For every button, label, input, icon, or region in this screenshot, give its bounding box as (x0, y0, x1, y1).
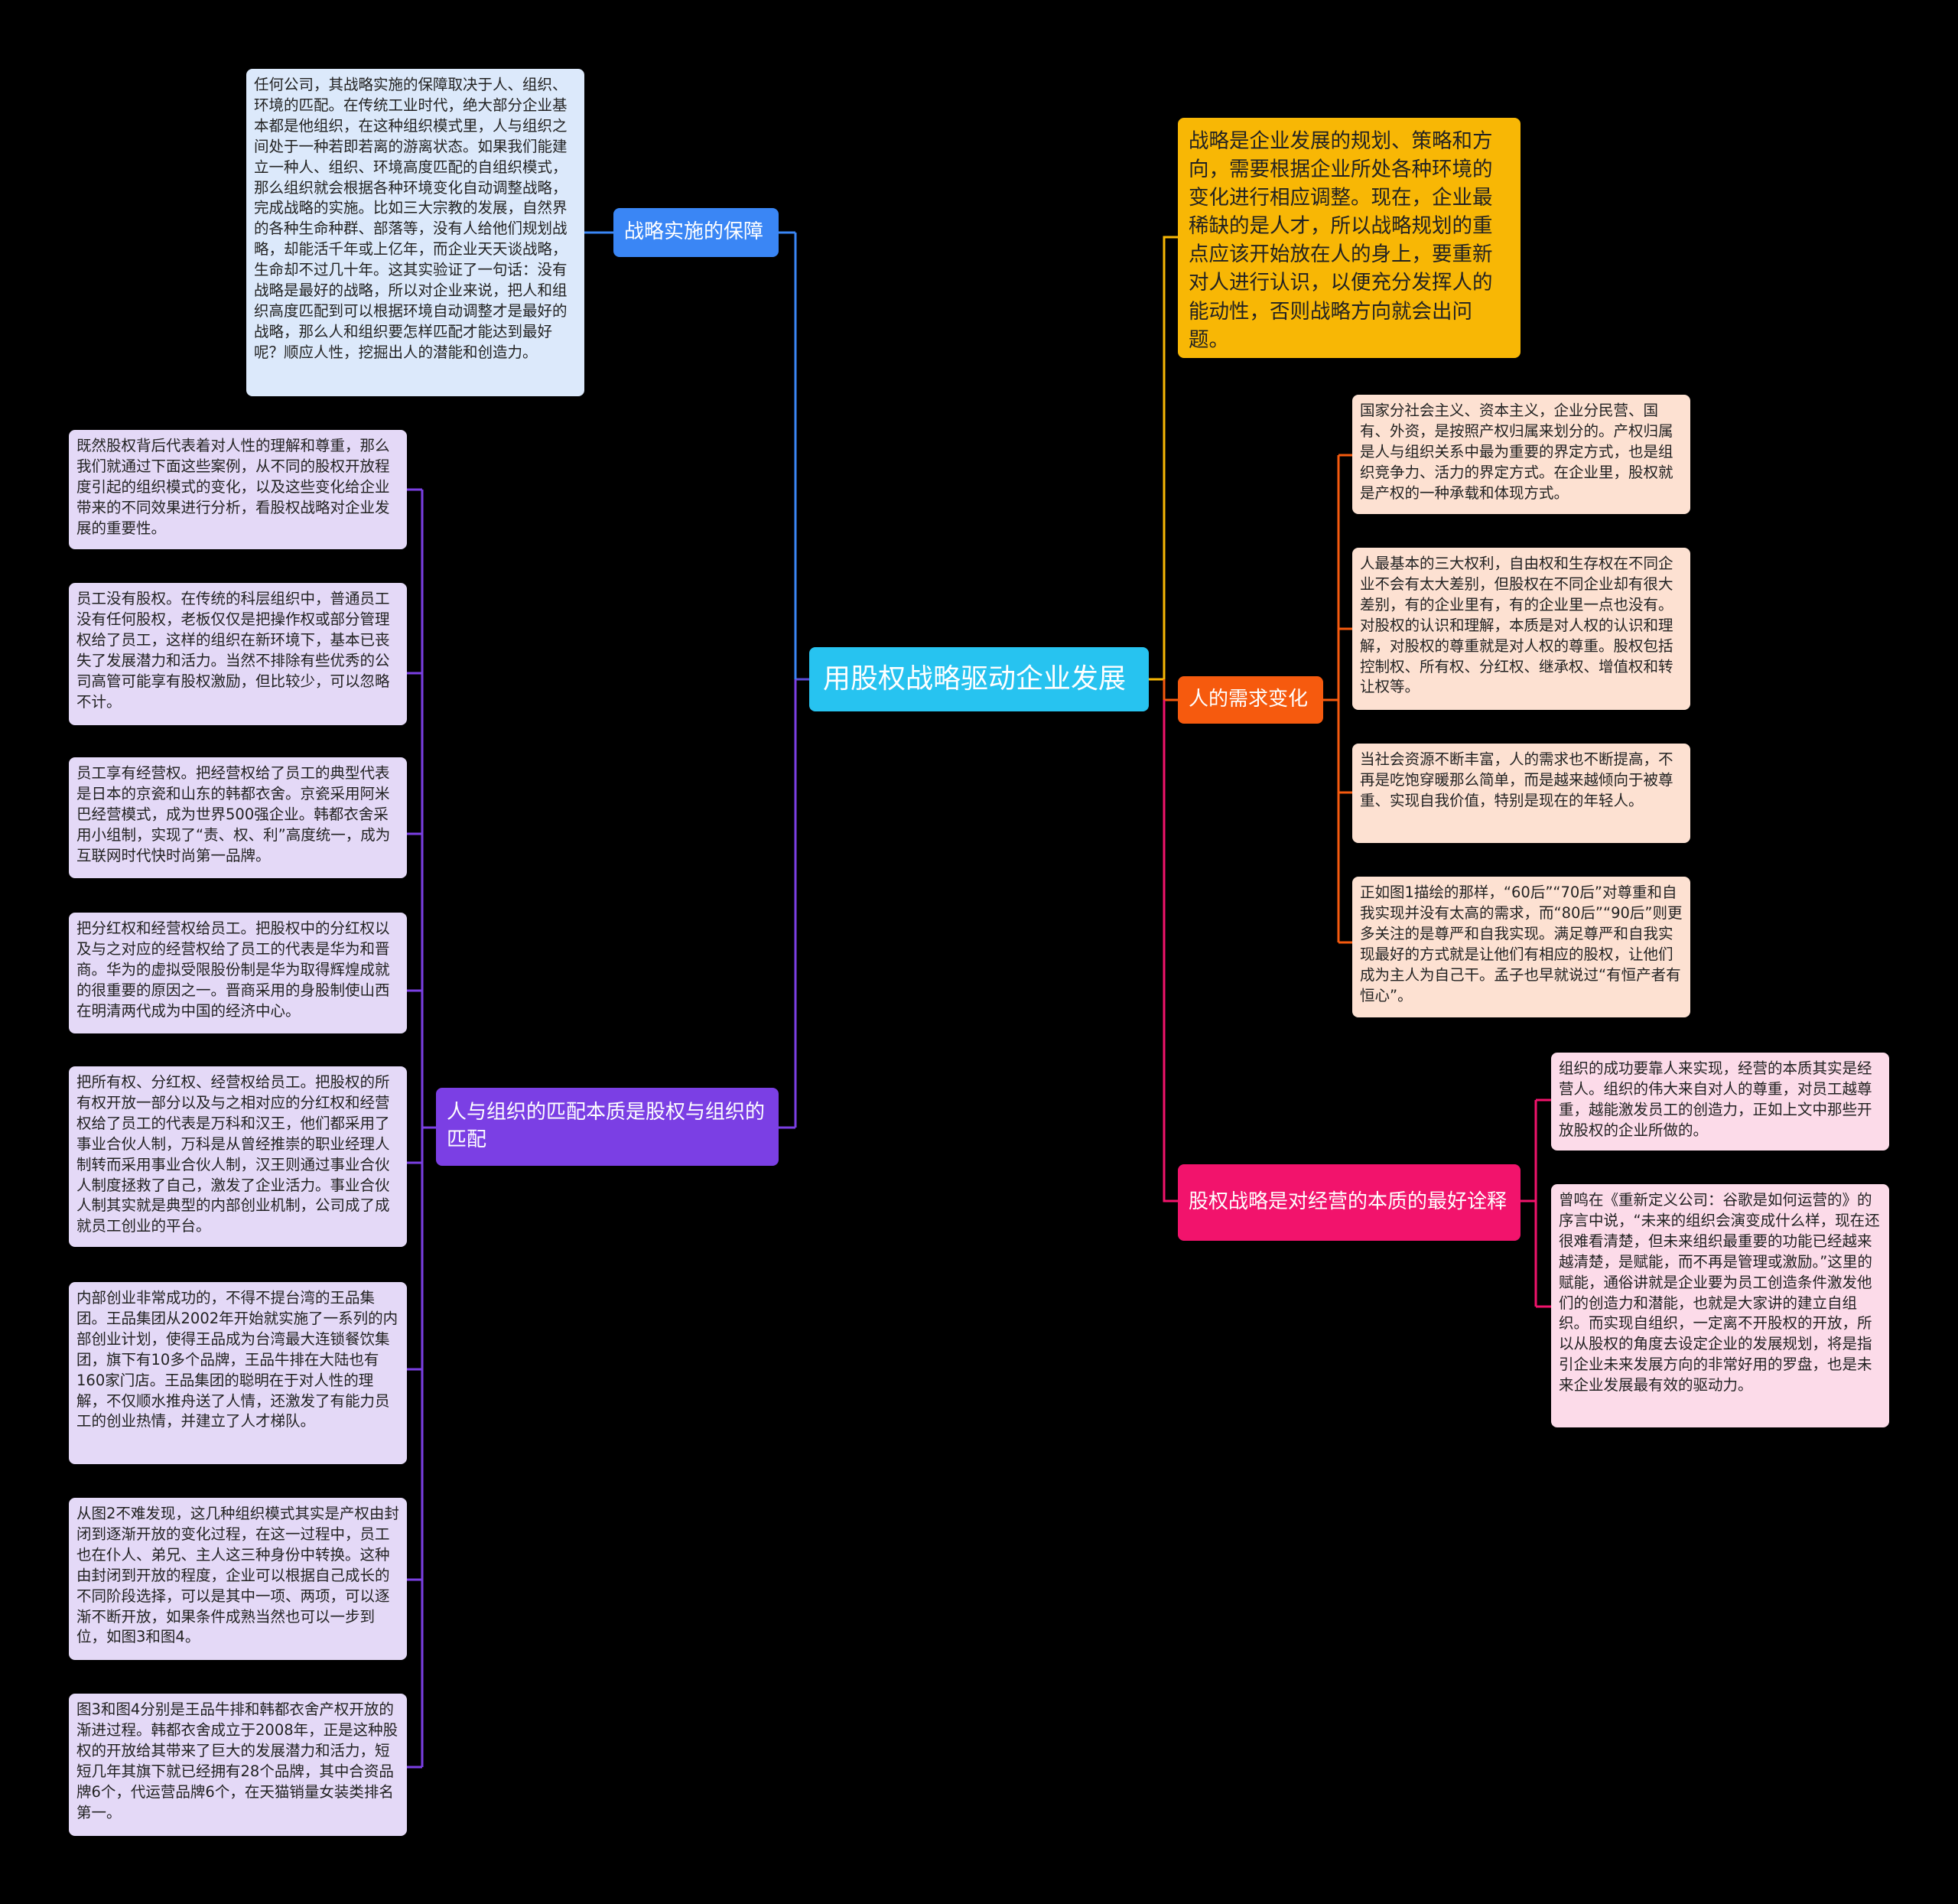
branch-needs[interactable]: 人的需求变化 (1178, 676, 1323, 724)
branch-interpret[interactable]: 股权战略是对经营的本质的最好诠释 (1178, 1164, 1521, 1241)
interpret-leaf-1[interactable]: 组织的成功要靠人来实现，经营的本质其实是经营人。组织的伟大来自对人的尊重，对员工… (1551, 1053, 1889, 1151)
link-needs-trunk (1323, 455, 1340, 942)
match-leaf-7[interactable]: 从图2不难发现，这几种组织模式其实是产权由封闭到逐渐开放的变化过程，在这一过程中… (69, 1498, 407, 1660)
needs-leaf-1[interactable]: 国家分社会主义、资本主义，企业分民营、国有、外资，是按照产权归属来划分的。产权归… (1352, 395, 1690, 514)
branch-match-label: 人与组织的匹配本质是股权与组织的匹配 (447, 1101, 766, 1151)
match-leaf-8-text: 图3和图4分别是王品牛排和韩都衣舍产权开放的渐进过程。韩都衣舍成立于2008年，… (76, 1701, 398, 1821)
needs-leaf-2-text: 人最基本的三大权利，自由权和生存权在不同企业不会有太大差别，但股权在不同企业却有… (1360, 555, 1673, 696)
branch-guarantee[interactable]: 战略实施的保障 (613, 208, 779, 257)
link-interpret-trunk (1521, 1100, 1537, 1307)
guarantee-leaf-text: 任何公司，其战略实施的保障取决于人、组织、环境的匹配。在传统工业时代，绝大部分企… (254, 76, 568, 361)
needs-leaf-3-text: 当社会资源不断丰富，人的需求也不断提高，不再是吃饱穿暖那么简单，而是越来越倾向于… (1360, 750, 1673, 809)
needs-leaf-2[interactable]: 人最基本的三大权利，自由权和生存权在不同企业不会有太大差别，但股权在不同企业却有… (1352, 548, 1690, 710)
match-leaf-2-text: 员工没有股权。在传统的科层组织中，普通员工没有任何股权，老板仅仅是把操作权或部分… (76, 590, 390, 711)
interpret-leaf-2[interactable]: 曾鸣在《重新定义公司：谷歌是如何运营的》的序言中说，“未来的组织会演变成什么样，… (1551, 1184, 1889, 1427)
needs-leaf-4-text: 正如图1描绘的那样，“60后”“70后”对尊重和自我实现并没有太高的需求，而“8… (1360, 884, 1683, 1004)
match-leaf-8[interactable]: 图3和图4分别是王品牛排和韩都衣舍产权开放的渐进过程。韩都衣舍成立于2008年，… (69, 1694, 407, 1836)
link-center-intro (1163, 236, 1178, 679)
interpret-leaf-2-text: 曾鸣在《重新定义公司：谷歌是如何运营的》的序言中说，“未来的组织会演变成什么样，… (1559, 1191, 1880, 1395)
intro-note-text: 战略是企业发展的规划、策略和方向，需要根据企业所处各种环境的变化进行相应调整。现… (1189, 129, 1493, 352)
center-topic[interactable]: 用股权战略驱动企业发展 (809, 647, 1149, 711)
branch-match[interactable]: 人与组织的匹配本质是股权与组织的匹配 (436, 1088, 779, 1166)
match-leaf-5-text: 把所有权、分红权、经营权给员工。把股权的所有权开放一部分以及与之相对应的分红权和… (76, 1073, 390, 1235)
match-leaf-4-text: 把分红权和经营权给员工。把股权中的分红权以及与之对应的经营权给了员工的代表是华为… (76, 919, 390, 1020)
link-center-needs (1163, 679, 1178, 701)
match-leaf-6[interactable]: 内部创业非常成功的，不得不提台湾的王品集团。王品集团从2002年开始就实施了一系… (69, 1282, 407, 1464)
branch-guarantee-label: 战略实施的保障 (624, 220, 764, 244)
match-leaf-7-text: 从图2不难发现，这几种组织模式其实是产权由封闭到逐渐开放的变化过程，在这一过程中… (76, 1505, 399, 1646)
match-leaf-4[interactable]: 把分红权和经营权给员工。把股权中的分红权以及与之对应的经营权给了员工的代表是华为… (69, 913, 407, 1033)
needs-leaf-3[interactable]: 当社会资源不断丰富，人的需求也不断提高，不再是吃饱穿暖那么简单，而是越来越倾向于… (1352, 744, 1690, 843)
interpret-leaf-1-text: 组织的成功要靠人来实现，经营的本质其实是经营人。组织的伟大来自对人的尊重，对员工… (1559, 1059, 1872, 1139)
match-leaf-1-text: 既然股权背后代表着对人性的理解和尊重，那么我们就通过下面这些案例，从不同的股权开… (76, 437, 390, 537)
match-leaf-2[interactable]: 员工没有股权。在传统的科层组织中，普通员工没有任何股权，老板仅仅是把操作权或部分… (69, 583, 407, 725)
needs-leaf-1-text: 国家分社会主义、资本主义，企业分民营、国有、外资，是按照产权归属来划分的。产权归… (1360, 402, 1673, 502)
match-leaf-5[interactable]: 把所有权、分红权、经营权给员工。把股权的所有权开放一部分以及与之相对应的分红权和… (69, 1066, 407, 1247)
match-leaf-1[interactable]: 既然股权背后代表着对人性的理解和尊重，那么我们就通过下面这些案例，从不同的股权开… (69, 430, 407, 549)
intro-note[interactable]: 战略是企业发展的规划、策略和方向，需要根据企业所处各种环境的变化进行相应调整。现… (1178, 118, 1521, 358)
branch-interpret-label: 股权战略是对经营的本质的最好诠释 (1189, 1190, 1508, 1214)
match-leaf-3[interactable]: 员工享有经营权。把经营权给了员工的典型代表是日本的京瓷和山东的韩都衣舍。京瓷采用… (69, 757, 407, 878)
link-center-interpret (1163, 700, 1178, 1203)
match-leaf-6-text: 内部创业非常成功的，不得不提台湾的王品集团。王品集团从2002年开始就实施了一系… (76, 1289, 398, 1430)
center-topic-label: 用股权战略驱动企业发展 (823, 663, 1127, 695)
branch-needs-label: 人的需求变化 (1189, 688, 1309, 711)
needs-leaf-4[interactable]: 正如图1描绘的那样，“60后”“70后”对尊重和自我实现并没有太高的需求，而“8… (1352, 877, 1690, 1017)
link-center-left-trunk (794, 233, 809, 1128)
guarantee-leaf[interactable]: 任何公司，其战略实施的保障取决于人、组织、环境的匹配。在传统工业时代，绝大部分企… (246, 69, 584, 396)
link-match-trunk (421, 490, 436, 1767)
match-leaf-3-text: 员工享有经营权。把经营权给了员工的典型代表是日本的京瓷和山东的韩都衣舍。京瓷采用… (76, 764, 391, 864)
